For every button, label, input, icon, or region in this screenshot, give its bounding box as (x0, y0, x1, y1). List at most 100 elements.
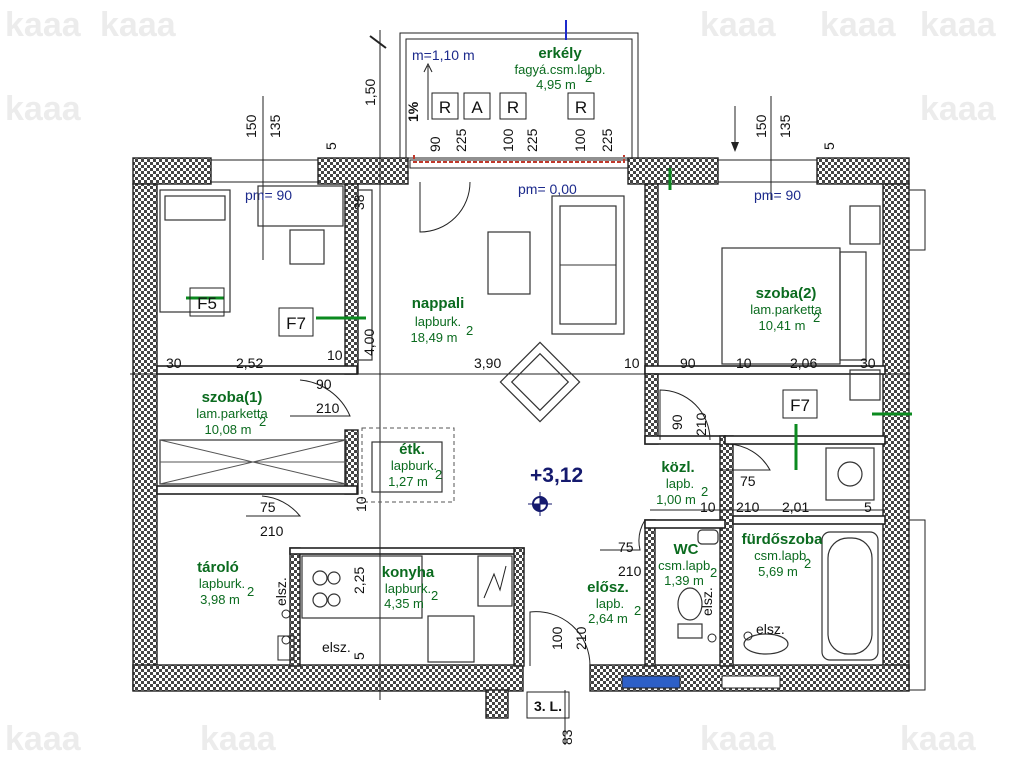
svg-text:5: 5 (864, 499, 872, 515)
svg-text:2: 2 (813, 310, 820, 325)
svg-text:1,39 m: 1,39 m (664, 573, 704, 588)
svg-text:210: 210 (693, 412, 709, 436)
level-text: +3,12 (530, 464, 583, 487)
svg-text:2: 2 (435, 467, 442, 482)
svg-text:225: 225 (599, 128, 615, 152)
level-marker: +3,12 (528, 464, 583, 516)
svg-text:100: 100 (549, 626, 565, 650)
svg-text:75: 75 (618, 539, 634, 555)
room-szoba1-name: szoba(1) (202, 389, 263, 406)
svg-text:5: 5 (351, 652, 367, 660)
svg-text:150: 150 (753, 114, 769, 138)
svg-text:kaaa: kaaa (200, 720, 277, 758)
box-f7-right: F7 (790, 396, 810, 415)
room-kozl-name: közl. (661, 459, 694, 476)
pm-right: pm= 90 (754, 187, 801, 203)
stair-label: 3. L. 83 (526, 691, 575, 745)
svg-text:10: 10 (736, 355, 752, 371)
svg-text:18,49 m: 18,49 m (411, 330, 458, 345)
svg-text:210: 210 (316, 400, 340, 416)
svg-text:2: 2 (701, 484, 708, 499)
svg-text:1,27 m: 1,27 m (388, 474, 428, 489)
svg-text:10: 10 (327, 347, 343, 363)
svg-text:lapburk.: lapburk. (415, 314, 461, 329)
svg-text:lapburk.: lapburk. (199, 576, 245, 591)
balcony: erkély fagyá.csm.lapb. 4,95 m 2 m=1,10 m… (399, 20, 639, 197)
balcony-name: erkély (538, 45, 582, 62)
svg-text:4,00: 4,00 (361, 329, 377, 356)
svg-text:90: 90 (316, 376, 332, 392)
svg-text:210: 210 (618, 563, 642, 579)
svg-text:210: 210 (736, 499, 760, 515)
room-labels: nappali lapburk. 18,49 m 2 szoba(1) lam.… (196, 285, 823, 626)
svg-text:2: 2 (585, 70, 592, 85)
svg-text:2,52: 2,52 (236, 355, 263, 371)
svg-text:10,41 m: 10,41 m (759, 318, 806, 333)
svg-text:3,98 m: 3,98 m (200, 592, 240, 607)
svg-text:10,08 m: 10,08 m (205, 422, 252, 437)
svg-text:150: 150 (243, 114, 259, 138)
svg-text:225: 225 (453, 128, 469, 152)
room-wc-name: WC (674, 541, 699, 558)
svg-text:135: 135 (267, 114, 283, 138)
room-konyha-name: konyha (382, 564, 435, 581)
svg-text:100: 100 (572, 128, 588, 152)
svg-text:10: 10 (624, 355, 640, 371)
box-f5: F5 (197, 294, 217, 313)
svg-text:100: 100 (500, 128, 516, 152)
svg-text:2: 2 (466, 323, 473, 338)
room-elosz-name: elősz. (587, 579, 629, 596)
svg-text:10: 10 (700, 499, 716, 515)
balcony-height: m=1,10 m (412, 47, 475, 63)
svg-text:1,00 m: 1,00 m (656, 492, 696, 507)
svg-text:90: 90 (680, 355, 696, 371)
svg-text:10: 10 (353, 496, 369, 512)
svg-text:2,64 m: 2,64 m (588, 611, 628, 626)
svg-text:210: 210 (573, 626, 589, 650)
balcony-pm: pm= 0,00 (518, 181, 577, 197)
svg-text:75: 75 (740, 473, 756, 489)
svg-text:2: 2 (804, 556, 811, 571)
top-dimensions: 150 135 5 150 135 5 pm= 90 pm= 90 (243, 114, 837, 203)
svg-text:30: 30 (166, 355, 182, 371)
svg-text:kaaa: kaaa (5, 720, 82, 758)
svg-text:30: 30 (860, 355, 876, 371)
box-r1: R (439, 98, 451, 117)
svg-text:lapburk.: lapburk. (385, 581, 431, 596)
room-etk-name: étk. (399, 441, 425, 458)
svg-text:kaaa: kaaa (920, 6, 997, 44)
room-nappali-name: nappali (412, 295, 465, 312)
svg-text:elsz.: elsz. (322, 639, 351, 655)
svg-text:lapb.: lapb. (596, 596, 624, 611)
svg-text:kaaa: kaaa (5, 90, 82, 128)
svg-text:kaaa: kaaa (100, 6, 177, 44)
svg-text:210: 210 (260, 523, 284, 539)
room-furdo-name: fürdőszoba (742, 531, 823, 548)
svg-text:lam.parketta: lam.parketta (750, 302, 822, 317)
svg-text:elsz.: elsz. (273, 577, 289, 606)
svg-text:kaaa: kaaa (700, 720, 777, 758)
svg-text:2: 2 (431, 588, 438, 603)
pm-left: pm= 90 (245, 187, 292, 203)
stair-text: 3. L. (534, 698, 562, 714)
svg-text:elsz.: elsz. (756, 621, 785, 637)
svg-text:90: 90 (669, 414, 685, 430)
box-a: A (471, 98, 483, 117)
svg-text:2,06: 2,06 (790, 355, 817, 371)
svg-text:5: 5 (821, 142, 837, 150)
balcony-slope: 1% (405, 101, 421, 122)
svg-text:elsz.: elsz. (699, 587, 715, 616)
svg-text:38: 38 (351, 194, 367, 210)
walls (132, 157, 926, 719)
mid-dimensions: 30 2,52 10 3,90 10 90 10 2,06 30 38 4,00… (166, 194, 876, 660)
svg-text:2,25: 2,25 (351, 567, 367, 594)
svg-text:lapb.: lapb. (666, 476, 694, 491)
svg-text:5,69 m: 5,69 m (758, 564, 798, 579)
svg-text:135: 135 (777, 114, 793, 138)
svg-text:5: 5 (323, 142, 339, 150)
svg-text:csm.lapb.: csm.lapb. (754, 548, 810, 563)
section-boxes: F5 F7 F7 (189, 287, 818, 419)
room-tarolo-name: tároló (197, 559, 239, 576)
svg-text:csm.lapb.: csm.lapb. (658, 558, 714, 573)
